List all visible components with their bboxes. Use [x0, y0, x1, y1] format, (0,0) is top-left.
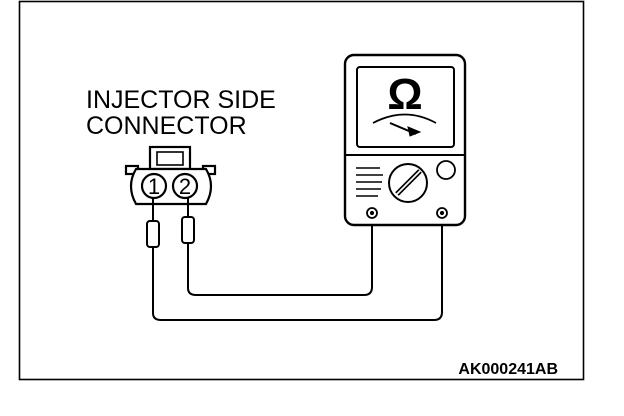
- test-probe-pin-2: [181, 198, 195, 249]
- pin-2-label: 2: [179, 174, 191, 199]
- connector-label-line1: INJECTOR SIDE: [86, 86, 276, 114]
- meter-needle-icon: [389, 122, 422, 137]
- selector-dial-icon: [388, 163, 428, 203]
- test-probe-pin-1: [146, 198, 160, 253]
- connector-label-line2: CONNECTOR: [86, 112, 247, 140]
- injector-connector-icon: [124, 145, 217, 206]
- ohmmeter-icon: [343, 53, 467, 227]
- figure-frame: [18, 0, 585, 381]
- pin-1-label: 1: [148, 174, 160, 199]
- figure-code: AK000241AB: [458, 361, 558, 378]
- test-lead-pin-1: [152, 215, 443, 321]
- test-lead-pin-2: [187, 215, 373, 296]
- ohm-symbol: Ω: [387, 70, 422, 119]
